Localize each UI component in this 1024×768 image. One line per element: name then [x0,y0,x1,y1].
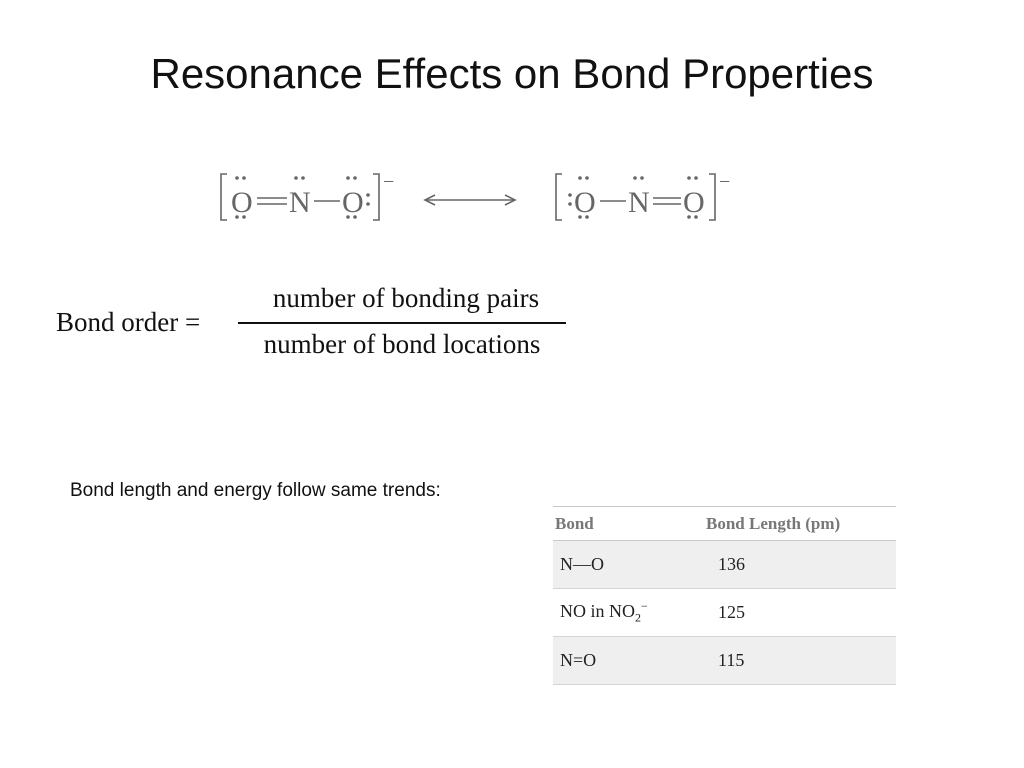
atom-n: N [289,186,311,219]
fraction-bar [238,322,566,324]
bond-subscript: 2 [635,610,641,625]
formula-denominator: number of bond locations [263,329,541,359]
formula-numerator: number of bonding pairs [272,283,540,313]
header-bond-length: Bond Length (pm) [706,506,896,541]
double-headed-arrow-icon [423,194,517,206]
bond-cell: N—O [553,540,706,589]
slide-title: Resonance Effects on Bond Properties [150,50,874,97]
table-row: N—O 136 [553,540,896,589]
table-row: N=O 115 [553,636,896,685]
atom-o1: O [231,186,253,219]
trend-note: Bond length and energy follow same trend… [70,480,441,501]
length-cell: 125 [706,588,896,637]
resonance-structure-1: O N O − [220,171,394,221]
table-row: NO in NO2− 125 [553,588,896,637]
bond-cell: N=O [553,636,706,685]
resonance-structure-2: O N O − [555,171,730,221]
atom-o1b: O [574,186,596,219]
table-header-row: Bond Bond Length (pm) [553,506,896,541]
atom-o2b: O [683,186,705,219]
charge-2: − [719,171,730,193]
atom-o2: O [342,186,364,219]
length-cell: 136 [706,540,896,589]
formula-lhs: Bond order = [56,307,201,337]
bond-superscript: − [641,599,648,614]
bracket-right [373,173,380,221]
bond-prefix: NO in NO [560,601,635,622]
bond-length-table: Bond Bond Length (pm) N—O 136 NO in NO2−… [553,506,896,685]
length-cell: 115 [706,636,896,685]
header-bond: Bond [553,506,706,541]
charge-1: − [383,171,394,193]
resonance-structures: O N O − O [215,164,755,230]
atom-nb: N [628,186,650,219]
bracket-left [220,173,227,221]
bond-cell: NO in NO2− [553,588,706,637]
resonance-diagram: O N O − O [220,171,730,221]
